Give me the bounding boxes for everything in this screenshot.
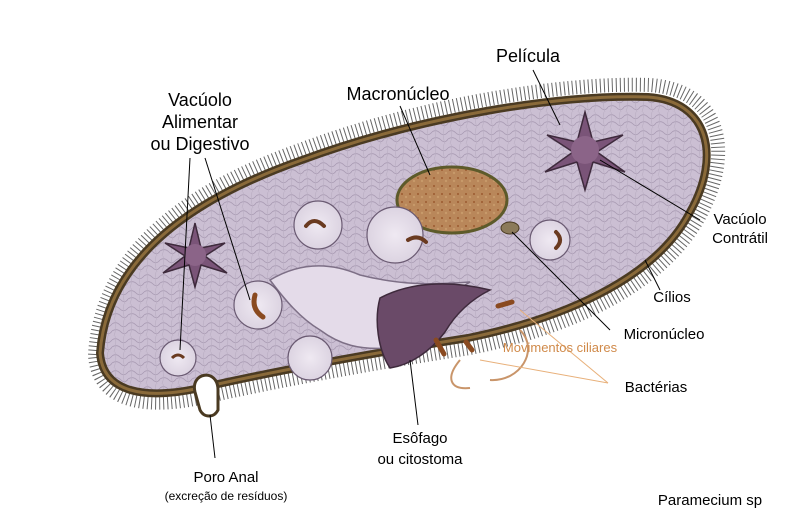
food-vacuole	[159, 339, 197, 377]
label-vacuolo-contratil-2: Contrátil	[712, 230, 768, 247]
label-movimentos-ciliares: Movimentos ciliares	[503, 340, 618, 355]
contractile-vacuole-left	[162, 222, 228, 290]
label-esofago-1: Esôfago	[392, 430, 447, 447]
anal-pore	[192, 373, 220, 418]
food-vacuole	[529, 219, 571, 261]
label-macronucleo: Macronúcleo	[346, 84, 449, 104]
cytostome	[376, 283, 493, 369]
label-micronucleo: Micronúcleo	[624, 326, 705, 343]
label-esofago-2: ou citostoma	[377, 451, 463, 468]
bacteria	[433, 299, 515, 357]
food-vacuole	[293, 200, 343, 250]
micronucleus	[500, 221, 520, 235]
leader-lines	[179, 69, 701, 459]
label-pelicula: Película	[496, 46, 561, 66]
label-vacuolo-contratil-1: Vacúolo	[713, 211, 766, 228]
label-poro-anal: Poro Anal	[193, 469, 258, 486]
food-vacuole	[287, 335, 333, 381]
pellicle-inner	[98, 95, 709, 395]
label-poro-anal-sub: (excreção de resíduos)	[165, 489, 288, 503]
label-vacuolo-alimentar-1: Vacúolo	[168, 90, 232, 110]
label-cilios: Cílios	[653, 289, 691, 306]
label-vacuolo-alimentar-3: ou Digestivo	[150, 134, 249, 154]
macronucleus	[395, 165, 509, 235]
food-vacuole	[233, 280, 283, 330]
ciliary-movement-arrows	[450, 329, 530, 390]
food-vacuole	[366, 206, 428, 264]
diagram-title: Paramecium sp	[658, 492, 762, 509]
label-bacterias: Bactérias	[625, 379, 688, 396]
label-vacuolo-alimentar-2: Alimentar	[162, 112, 238, 132]
contractile-vacuole-right	[544, 109, 626, 193]
